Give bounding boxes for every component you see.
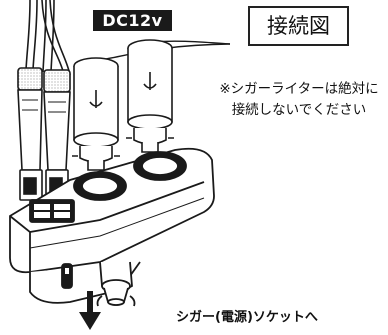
usb-plug-left bbox=[17, 67, 43, 201]
warning-line-1: ※シガーライターは絶対に bbox=[219, 81, 379, 97]
usb-cables bbox=[25, 0, 71, 76]
adapter-body bbox=[9, 147, 215, 274]
down-arrow-icon bbox=[79, 291, 101, 330]
cigarette-plug-right bbox=[126, 39, 174, 153]
warning-line-2: 接続しないでください bbox=[231, 102, 367, 118]
adapter-stem bbox=[29, 261, 141, 307]
warning-note: ※シガーライターは絶対に 接続しないでください bbox=[211, 79, 387, 121]
cigarette-plug-left bbox=[72, 57, 120, 171]
usb-plug-right bbox=[43, 69, 71, 201]
diagram-title: 接続図 bbox=[248, 6, 349, 46]
voltage-label: DC12v bbox=[93, 10, 172, 31]
socket-instruction: シガー(電源)ソケットへ bbox=[176, 310, 318, 325]
